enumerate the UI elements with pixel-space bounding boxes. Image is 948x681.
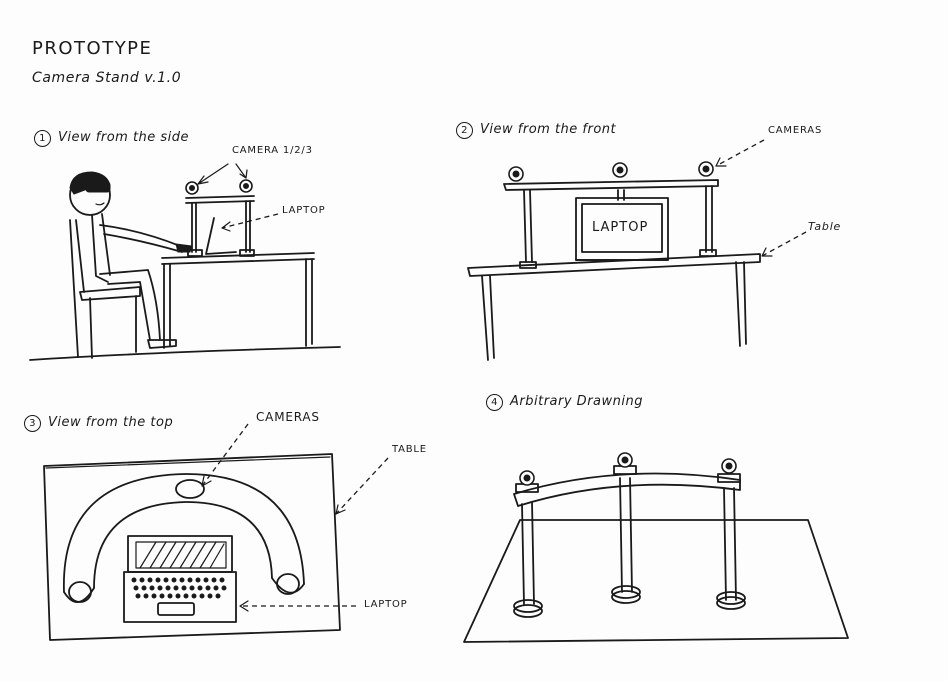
top-cameras-label: CAMERAS bbox=[256, 410, 320, 424]
section-number: 2 bbox=[456, 122, 473, 139]
top-arch-outer bbox=[63, 473, 305, 593]
section-number: 3 bbox=[24, 415, 41, 432]
side-view-drawing bbox=[29, 163, 341, 361]
top-view-drawing bbox=[43, 423, 389, 641]
front-laptop-label: LAPTOP bbox=[592, 220, 649, 235]
chair bbox=[69, 219, 141, 359]
side-laptop-label: LAPTOP bbox=[282, 205, 326, 216]
section-label: View from the top bbox=[48, 415, 174, 430]
side-camera-stand bbox=[185, 179, 255, 257]
perspective-arch bbox=[513, 472, 741, 507]
side-table bbox=[161, 252, 315, 349]
section-label: View from the front bbox=[480, 122, 617, 137]
perspective-drawing bbox=[463, 452, 849, 643]
section-heading-side: 1 View from the side bbox=[34, 130, 189, 147]
page-title: PROTOTYPE bbox=[32, 38, 153, 59]
top-arch-inner bbox=[93, 501, 273, 589]
front-cameras-label: CAMERAS bbox=[768, 125, 823, 136]
section-number: 1 bbox=[34, 130, 51, 147]
floor-line bbox=[29, 346, 341, 361]
section-heading-top: 3 View from the top bbox=[24, 415, 173, 432]
front-laptop bbox=[575, 197, 669, 261]
person bbox=[69, 171, 193, 349]
front-view-drawing bbox=[467, 139, 807, 361]
page-subtitle: Camera Stand v.1.0 bbox=[32, 70, 182, 86]
top-table-label: TABLE bbox=[392, 444, 427, 455]
section-label: Arbitrary Drawning bbox=[510, 394, 643, 409]
top-laptop bbox=[123, 535, 237, 623]
perspective-plane bbox=[463, 519, 849, 643]
front-camera-stand bbox=[503, 161, 719, 269]
section-label: View from the side bbox=[58, 130, 190, 145]
side-cameras-label: CAMERA 1/2/3 bbox=[232, 145, 313, 156]
front-table-top bbox=[467, 253, 761, 277]
top-laptop-label: LAPTOP bbox=[364, 599, 408, 610]
section-heading-front: 2 View from the front bbox=[456, 122, 616, 139]
front-table-label: Table bbox=[808, 220, 842, 233]
top-table bbox=[43, 453, 341, 641]
section-number: 4 bbox=[486, 394, 503, 411]
section-heading-perspective: 4 Arbitrary Drawning bbox=[486, 394, 643, 411]
